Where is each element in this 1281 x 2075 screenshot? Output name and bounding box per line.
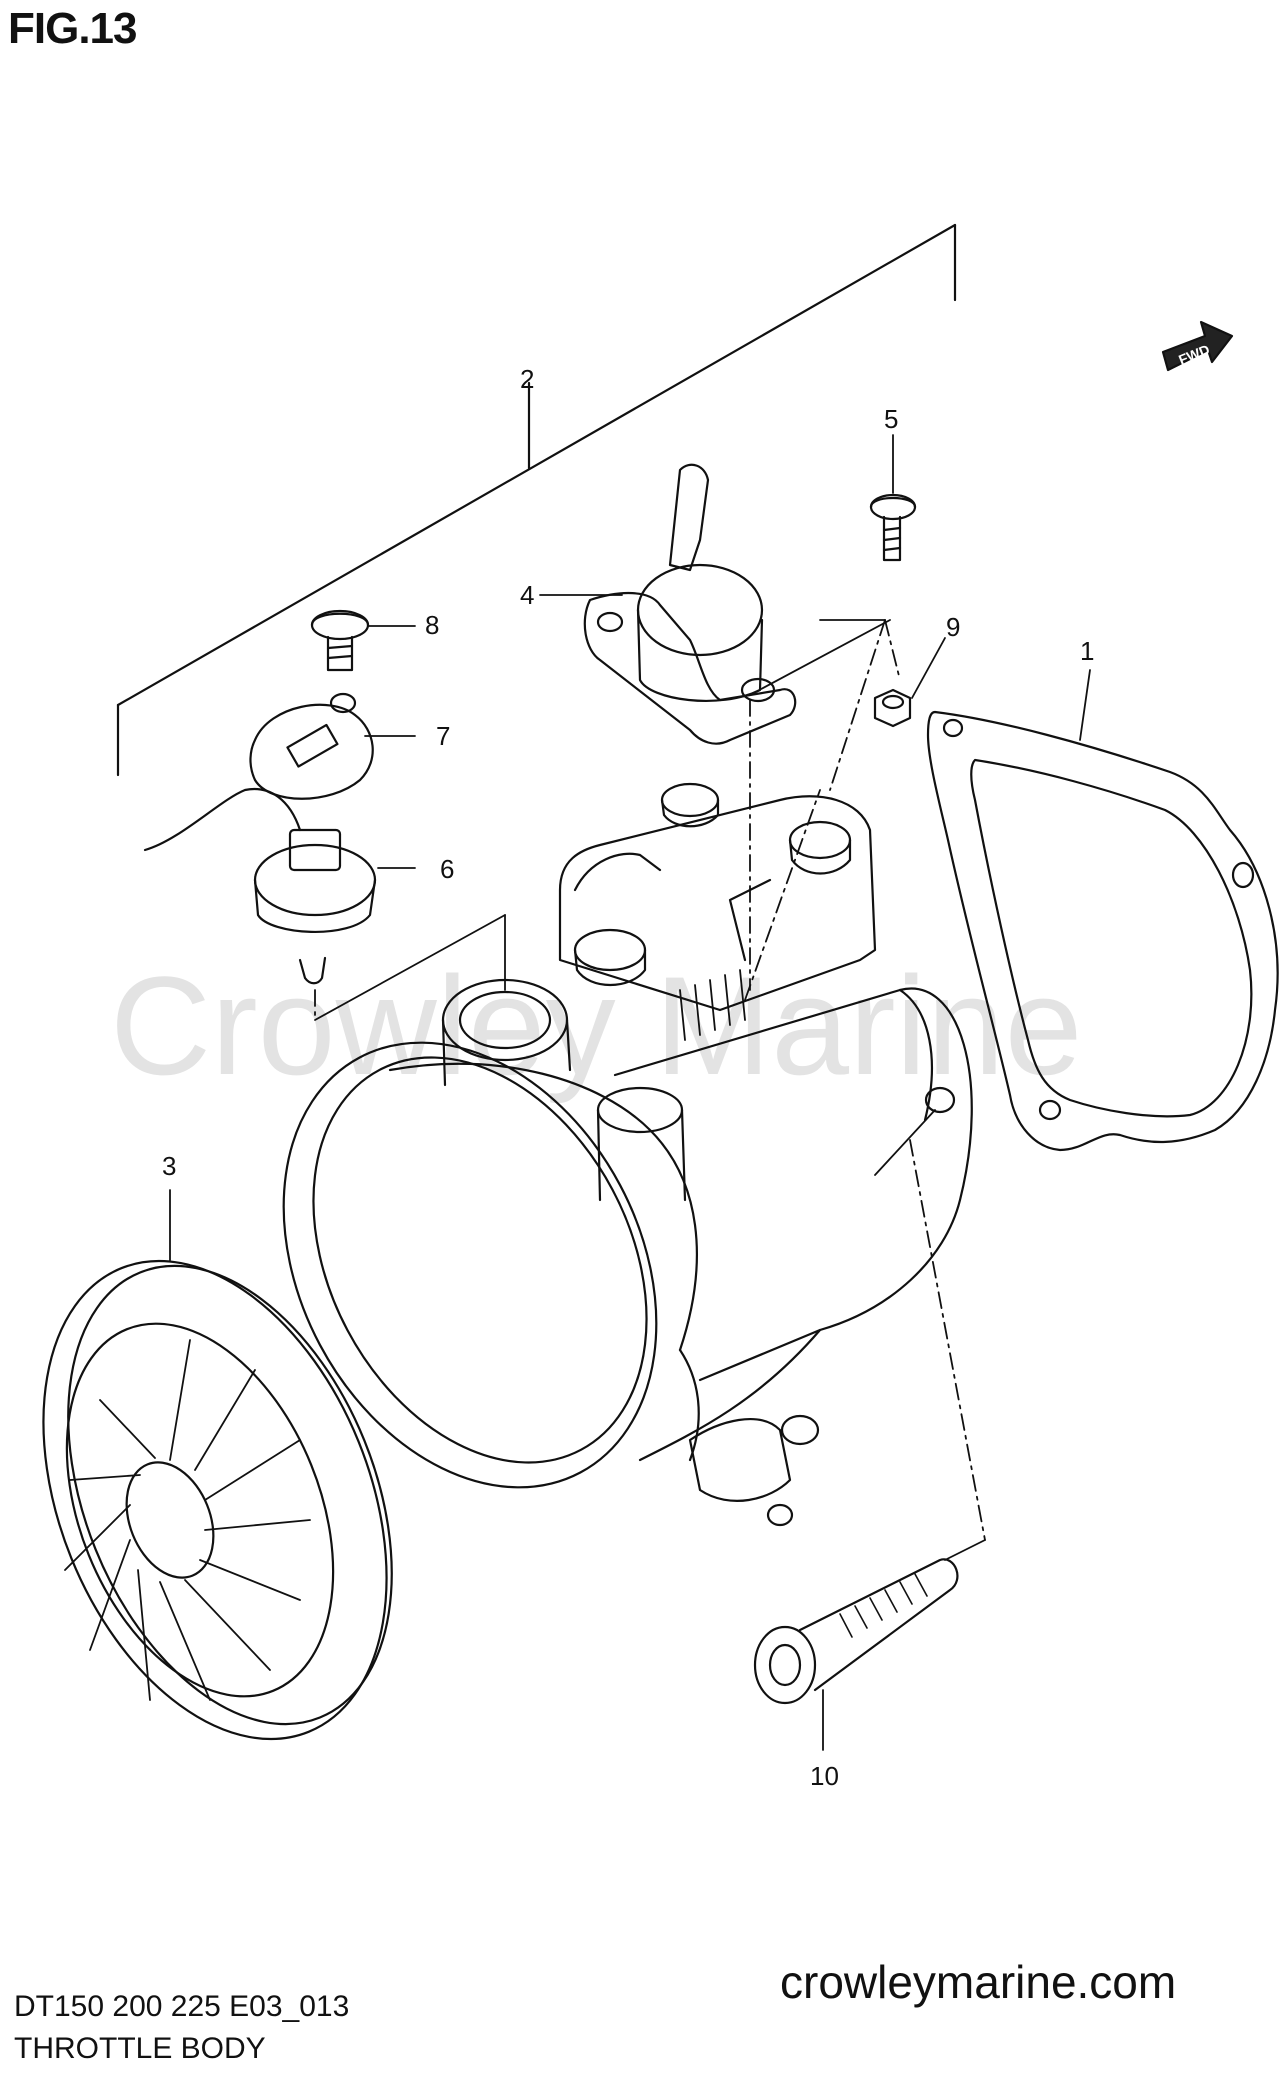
site-url[interactable]: crowleymarine.com <box>780 1956 1177 2008</box>
assembly-bracket <box>116 223 957 777</box>
callout-labels: 1 2 3 4 5 6 7 8 9 10 <box>162 364 1094 1791</box>
nut-part-9 <box>873 688 912 728</box>
screw-part-8 <box>310 609 370 672</box>
callout-1: 1 <box>1080 636 1094 666</box>
callout-2: 2 <box>520 364 534 394</box>
drawing-code: DT150 200 225 E03_013 <box>14 1990 350 2023</box>
forward-arrow-icon: FWD <box>1161 320 1234 372</box>
leader-lines <box>169 434 1091 1751</box>
screw-part-5 <box>869 493 917 562</box>
bolt-part-10 <box>753 1558 959 1705</box>
callout-3: 3 <box>162 1151 176 1181</box>
callout-9: 9 <box>946 612 960 642</box>
plate-part-7 <box>249 692 374 800</box>
callout-10: 10 <box>810 1761 839 1791</box>
callout-5: 5 <box>884 404 898 434</box>
throttle-body <box>282 782 973 1527</box>
assembly-guides <box>314 619 986 1541</box>
cover-part-3 <box>42 1259 393 1741</box>
throttle-sensor-part-4 <box>583 463 797 745</box>
switch-part-6 <box>143 787 377 985</box>
callout-6: 6 <box>440 854 454 884</box>
drawing-name: THROTTLE BODY <box>14 2032 266 2065</box>
gasket-part-1 <box>926 710 1279 1152</box>
callout-7: 7 <box>436 721 450 751</box>
guide-solid-lines <box>314 619 986 1561</box>
callout-4: 4 <box>520 580 534 610</box>
watermark: Crowley Marine <box>110 947 1083 1104</box>
callout-8: 8 <box>425 610 439 640</box>
figure-title: FIG.13 <box>8 4 137 53</box>
